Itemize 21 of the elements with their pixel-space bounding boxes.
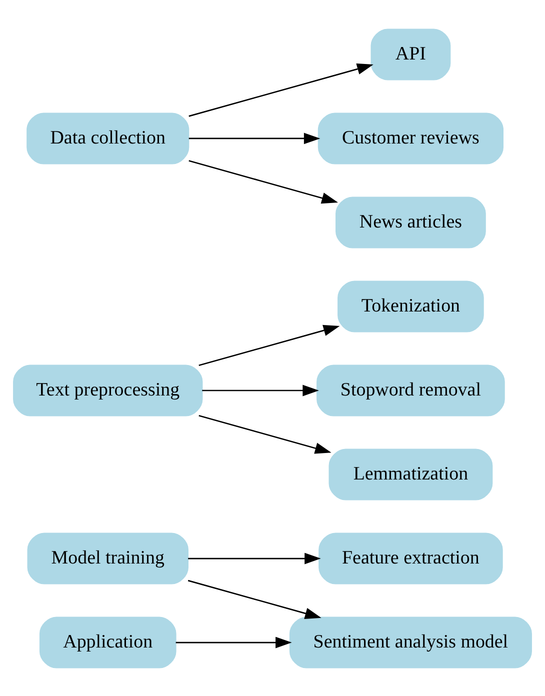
arrow	[202, 384, 319, 396]
node-box: API	[370, 28, 451, 80]
arrow	[188, 62, 374, 116]
arrow	[176, 636, 292, 648]
arrow	[198, 324, 340, 366]
arrow	[188, 552, 321, 564]
node-box: Data collection	[26, 112, 190, 164]
node-box: News articles	[336, 196, 486, 248]
arrow	[188, 579, 322, 618]
node-box: Model training	[27, 532, 188, 584]
node-box: Customer reviews	[318, 112, 504, 164]
arrow	[188, 160, 338, 204]
arrow	[188, 132, 320, 144]
node-box: Text preprocessing	[13, 364, 203, 416]
node-box: Stopword removal	[316, 364, 505, 416]
node-box: Application	[39, 616, 176, 668]
node-box: Tokenization	[338, 280, 484, 332]
node-box: Lemmatization	[328, 448, 493, 500]
arrow	[198, 414, 332, 454]
node-box: Sentiment analysis model	[289, 616, 532, 668]
node-box: Feature extraction	[318, 532, 503, 584]
